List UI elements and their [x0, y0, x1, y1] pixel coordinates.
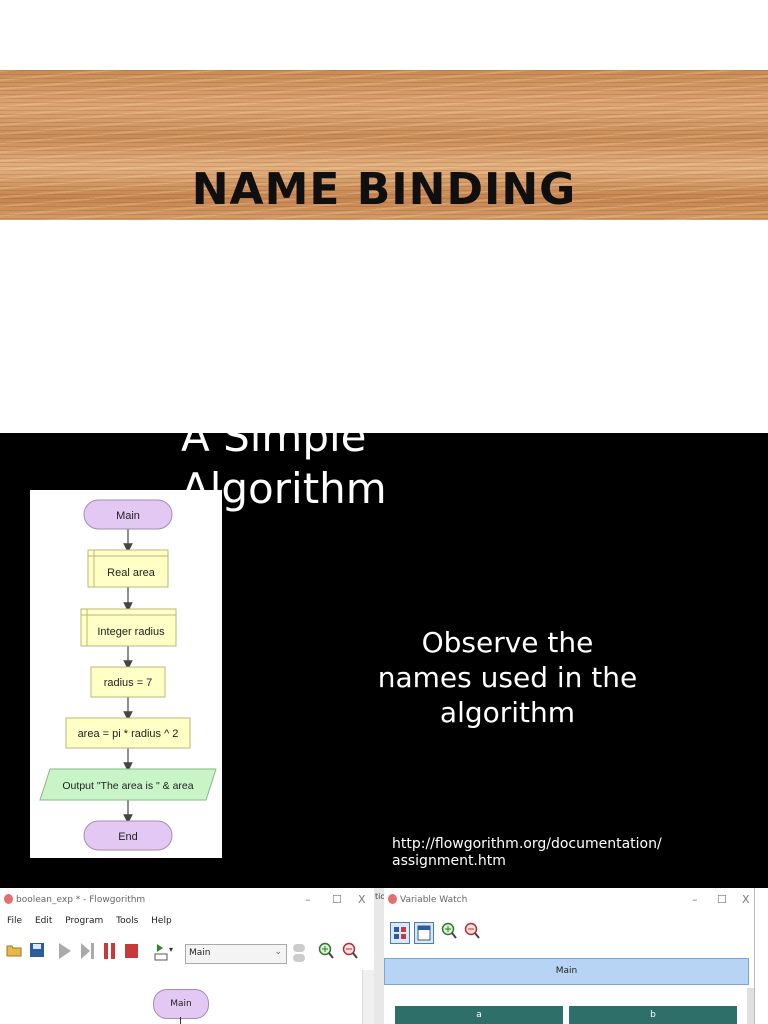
variable-watch-window: Variable Watch – ☐ X — [384, 888, 755, 1024]
watch-grid-icon[interactable] — [390, 922, 410, 944]
canvas-connector — [180, 1017, 181, 1024]
watch-close-button[interactable]: X — [742, 893, 750, 906]
app-icon — [4, 894, 13, 904]
stop-icon[interactable] — [124, 942, 139, 960]
maximize-button[interactable]: ☐ — [332, 893, 342, 906]
heading-line-1: A Simple — [181, 433, 367, 461]
menu-program[interactable]: Program — [65, 916, 104, 926]
layout-toggle-icon[interactable] — [292, 942, 306, 964]
zoom-out-icon[interactable] — [342, 942, 358, 960]
heading-line-2: Algorithm — [181, 464, 387, 513]
run-speed-icon[interactable]: ▾ — [153, 942, 173, 962]
source-link[interactable]: http://flowgorithm.org/documentation/ as… — [392, 836, 712, 870]
step-icon[interactable] — [80, 942, 96, 960]
menu-tools[interactable]: Tools — [116, 916, 139, 926]
flowchart-image: Main Real area Integer radius radius = 7… — [30, 490, 222, 858]
flow-declare-integer-label: Integer radius — [97, 626, 165, 638]
observe-text: Observe the names used in the algorithm — [345, 625, 670, 730]
window-titlebar: boolean_exp * - Flowgorithm – ☐ X — [0, 888, 374, 912]
source-link-line-1[interactable]: http://flowgorithm.org/documentation/ — [392, 836, 662, 852]
flow-end-terminal — [83, 820, 173, 851]
watch-panel-icon[interactable] — [414, 922, 434, 944]
app-icon — [388, 894, 397, 904]
chevron-down-icon: ⌄ — [274, 947, 282, 957]
watch-minimize-button[interactable]: – — [692, 893, 698, 906]
zoom-in-icon[interactable] — [318, 942, 334, 960]
flow-assign-radius — [90, 666, 166, 698]
slide-heading: A Simple Algorithm — [181, 433, 481, 515]
watch-scrollbar[interactable] — [747, 988, 754, 1024]
run-icon[interactable] — [57, 942, 73, 960]
slide-title: NAME BINDING — [0, 0, 768, 433]
observe-line-2: names used in the — [377, 661, 638, 694]
background-window-text: tio — [375, 892, 386, 901]
slide-algorithm: A Simple Algorithm Main Real area — [0, 433, 768, 888]
flowgorithm-window: boolean_exp * - Flowgorithm – ☐ X File E… — [0, 888, 375, 1024]
flow-start-terminal — [83, 499, 173, 530]
wood-banner — [0, 70, 768, 220]
flow-end-label: End — [118, 831, 138, 843]
menu-edit[interactable]: Edit — [34, 916, 53, 926]
watch-header-main: Main — [384, 958, 749, 985]
flow-assign-area-label: area = pi * radius ^ 2 — [78, 728, 179, 740]
minimize-button[interactable]: – — [305, 893, 311, 906]
window-title: boolean_exp * - Flowgorithm — [16, 895, 146, 905]
watch-variable-b[interactable]: b — [569, 1006, 737, 1024]
close-button[interactable]: X — [358, 893, 366, 906]
watch-zoom-in-icon[interactable] — [441, 922, 457, 940]
flow-declare-real-label: Real area — [107, 567, 156, 579]
vertical-scrollbar[interactable] — [362, 970, 375, 1024]
screenshot-strip: boolean_exp * - Flowgorithm – ☐ X File E… — [0, 888, 768, 1024]
flow-assign-radius-label: radius = 7 — [104, 677, 153, 689]
watch-window-title: Variable Watch — [400, 895, 468, 905]
flow-output-label: Output "The area is " & area — [62, 780, 193, 792]
toolbar: ▾ — [0, 942, 374, 968]
watch-zoom-out-icon[interactable] — [464, 922, 480, 940]
watch-variable-a[interactable]: a — [395, 1006, 563, 1024]
menu-file[interactable]: File — [7, 916, 23, 926]
watch-toolbar — [384, 914, 504, 944]
watch-maximize-button[interactable]: ☐ — [717, 893, 727, 906]
pause-icon[interactable] — [103, 942, 117, 960]
flow-output — [39, 768, 217, 801]
canvas-main-terminal[interactable]: Main — [153, 989, 209, 1019]
watch-titlebar: Variable Watch – ☐ X — [384, 888, 754, 912]
menu-bar: File Edit Program Tools Help — [0, 916, 175, 932]
flow-assign-area — [65, 717, 191, 749]
flowchart: Main Real area Integer radius radius = 7… — [39, 499, 217, 851]
function-select-value: Main — [189, 948, 211, 958]
source-link-line-2[interactable]: assignment.htm — [392, 853, 506, 869]
observe-line-1: Observe the — [421, 626, 594, 659]
save-icon[interactable] — [29, 942, 45, 958]
menu-help[interactable]: Help — [151, 916, 172, 926]
flow-start-label: Main — [116, 510, 140, 522]
window-gap — [374, 888, 384, 1024]
function-select[interactable]: Main ⌄ — [185, 944, 287, 964]
open-folder-icon[interactable] — [6, 942, 22, 958]
observe-line-3: algorithm — [439, 696, 576, 729]
svg-text:▾: ▾ — [169, 945, 173, 954]
slide-title-heading: NAME BINDING — [191, 164, 577, 215]
